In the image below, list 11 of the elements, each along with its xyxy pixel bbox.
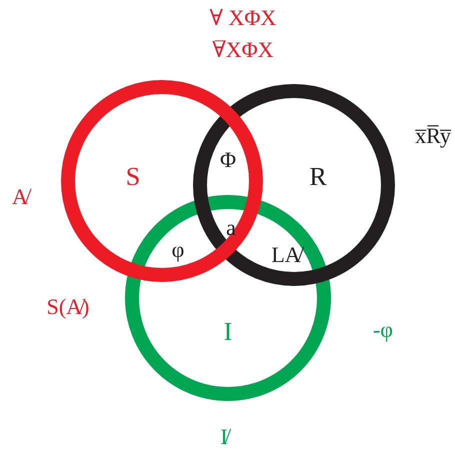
formula: ∀̅XΦX <box>212 39 274 61</box>
set-letter: R <box>309 164 327 190</box>
region-symbol: Φ <box>220 149 236 171</box>
formula: x̅R̅y̅ <box>415 125 451 147</box>
region-symbol: a <box>226 217 236 239</box>
set-letter: I <box>224 319 232 345</box>
formula: S(A̸) <box>46 296 90 318</box>
formula: ∀ XΦX <box>210 7 276 29</box>
set-letter: S <box>126 164 140 190</box>
region-symbol: φ <box>172 239 184 261</box>
symbol: -φ <box>372 319 394 341</box>
